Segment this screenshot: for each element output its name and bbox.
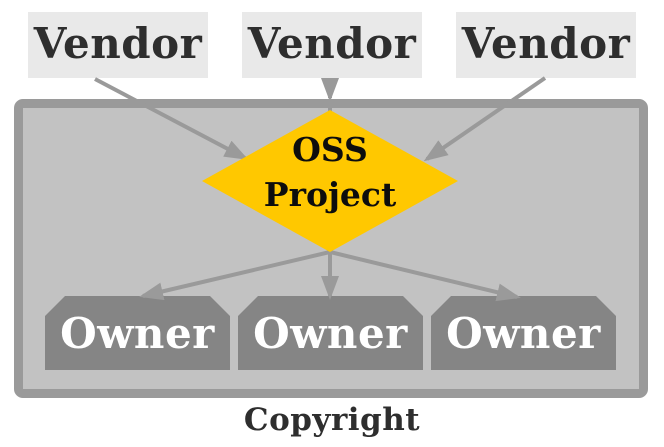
oss-project-label: OSS Project [202, 127, 458, 217]
oss-project-line1: OSS [292, 130, 368, 169]
owner-box-2: Owner [238, 296, 423, 370]
copyright-caption: Copyright [243, 402, 421, 438]
vendor-label-2: Vendor [247, 19, 417, 68]
arrow-group [94, 76, 547, 302]
owner-label-2: Owner [253, 309, 408, 358]
owner-box-1: Owner [45, 296, 230, 370]
vendor-box-1: Vendor [28, 12, 208, 78]
vendor-box-3: Vendor [456, 12, 636, 78]
arrow-project-to-owner3 [329, 250, 521, 302]
vendor-box-2: Vendor [242, 12, 422, 78]
owner-label-1: Owner [60, 309, 215, 358]
oss-project-diamond [202, 110, 458, 252]
arrow-vendor1-to-project [94, 77, 249, 160]
arrow-project-to-owner1 [139, 250, 331, 301]
oss-project-line2: Project [263, 175, 397, 214]
vendor-label-3: Vendor [461, 19, 631, 68]
vendor-label-1: Vendor [33, 19, 203, 68]
owner-label-3: Owner [446, 309, 601, 358]
arrow-vendor3-to-project [423, 76, 547, 162]
owner-box-3: Owner [431, 296, 616, 370]
